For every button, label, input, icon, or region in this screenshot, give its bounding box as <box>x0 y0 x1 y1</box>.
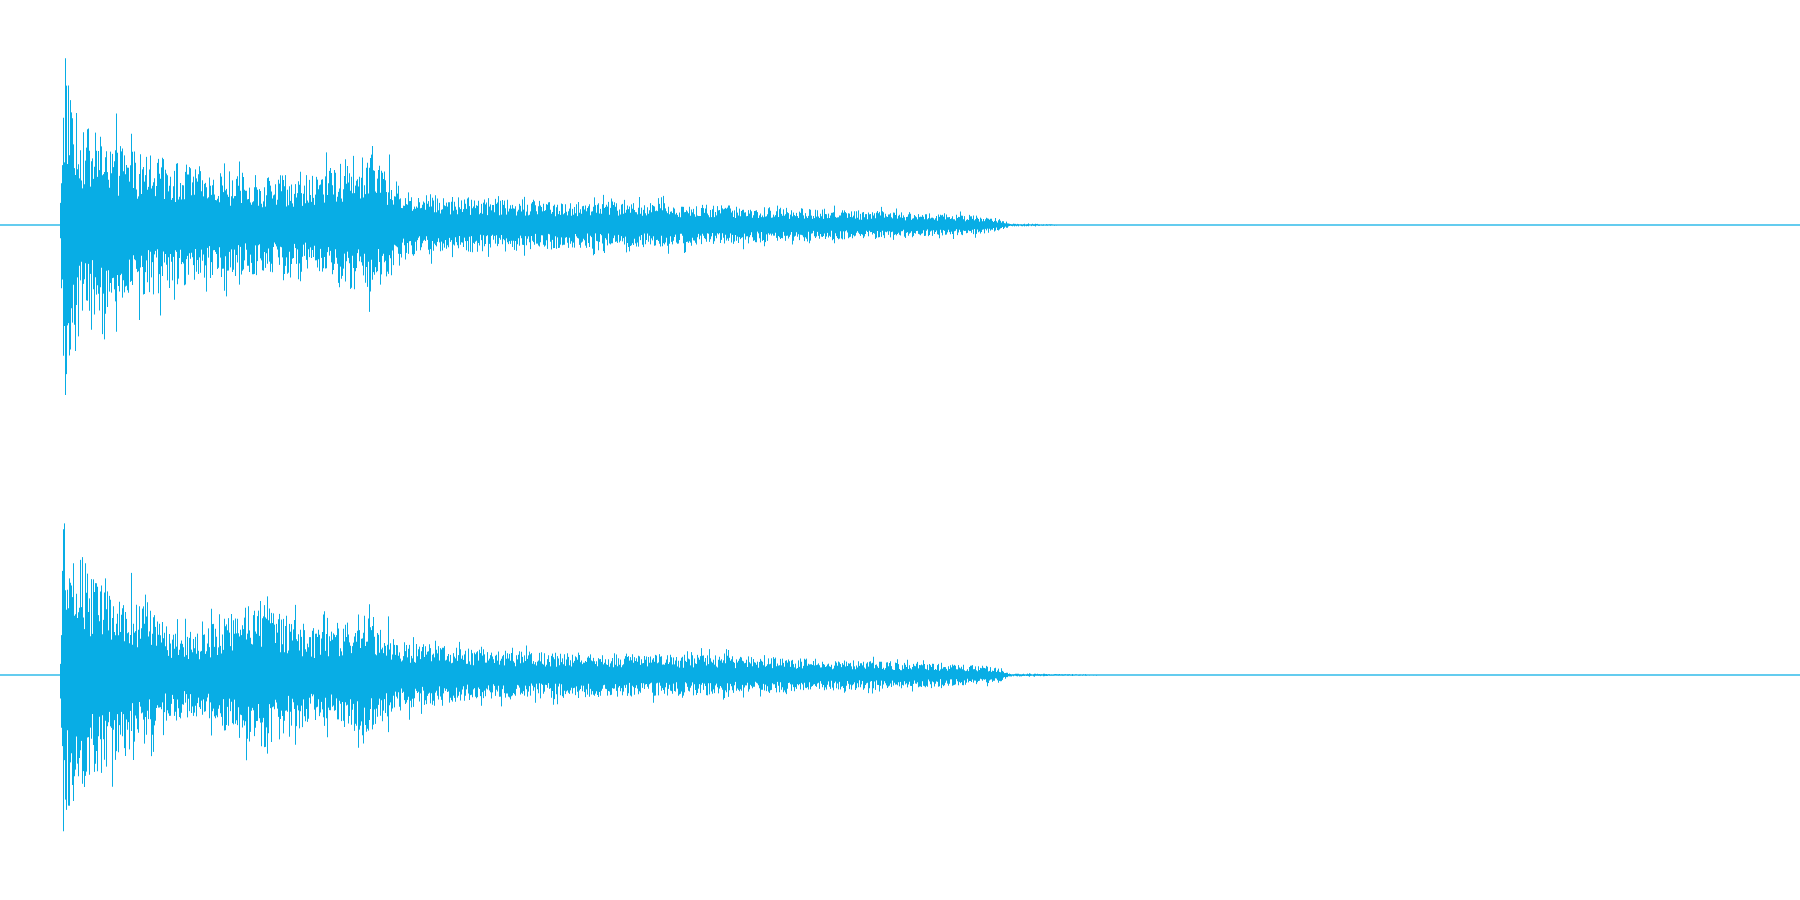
waveform-channel-2-plot <box>0 523 1800 832</box>
waveform-channel-1[interactable] <box>0 0 1800 450</box>
waveform-channel-2[interactable] <box>0 450 1800 900</box>
waveform-channel-1-signal <box>60 58 1062 395</box>
waveform-channel-1-plot <box>0 58 1800 395</box>
waveform-channel-2-signal <box>60 523 1121 832</box>
